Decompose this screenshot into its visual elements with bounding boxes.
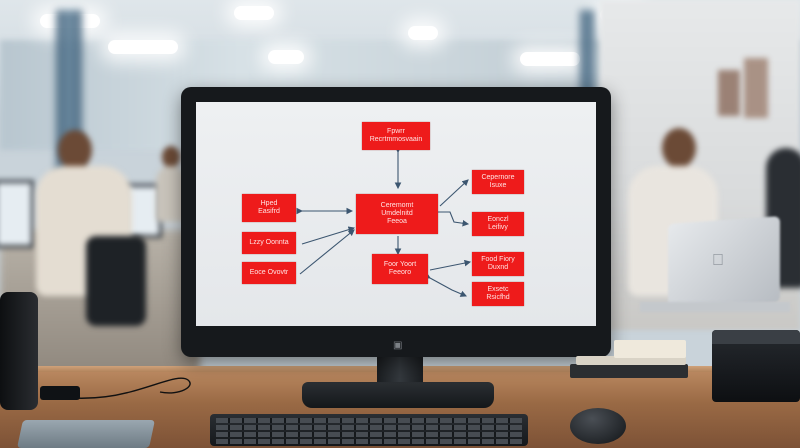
connector-left3-center (299, 229, 355, 275)
book-stack (566, 338, 690, 380)
ceiling-light (520, 52, 580, 66)
laptop-base (640, 302, 790, 312)
background-laptop (668, 216, 780, 310)
diagram-node-left3: Eoce Ovovtr (242, 262, 296, 284)
monitor-stand-base (302, 382, 494, 408)
connector-center-right1 (439, 179, 469, 207)
monitor-logo-icon: ▣ (393, 340, 403, 351)
connector-bottom-right4 (423, 272, 468, 297)
diagram-node-right2: Eonczl Leifivy (472, 212, 524, 236)
ceiling-light (234, 6, 274, 20)
background-monitor (0, 180, 34, 248)
ceiling-light (108, 40, 178, 54)
diagram-connectors (296, 146, 472, 297)
apple-logo-icon:  (712, 252, 724, 270)
diagram-node-top: Fpwrr Recrtmmosvaain (362, 122, 430, 150)
connector-bottom-right3 (429, 259, 472, 271)
keyboard (210, 414, 528, 446)
bag (0, 292, 38, 410)
diagram-node-right3: Food Fiory Duxnd (472, 252, 524, 276)
diagram-node-left1: Hped Easifrd (242, 194, 296, 222)
phone (40, 386, 80, 400)
desk-device-top (712, 330, 800, 344)
monitor-screen: Fpwrr Recrtmmosvaain Ceremomt Umdelnitd … (196, 102, 596, 326)
diagram-node-bottom: Foor Yoort Feeoro (372, 254, 428, 284)
diagram-node-left2: Lzzy Oonnta (242, 232, 296, 254)
tablet (17, 420, 155, 448)
diagram-node-center: Ceremomt Umdelnitd Feeoa (356, 194, 438, 234)
diagram-node-right1: Cepernore Isuxe (472, 170, 524, 194)
connector-left2-center (301, 226, 356, 245)
ceiling-light (408, 26, 438, 40)
ceiling-light (268, 50, 304, 64)
wall-frame (718, 70, 740, 116)
office-chair (86, 236, 146, 326)
wall-frame (744, 58, 768, 118)
diagram-node-right4: Exsetc Rsicfhd (472, 282, 524, 306)
mouse (570, 408, 626, 444)
connector-center-right2 (438, 211, 470, 227)
